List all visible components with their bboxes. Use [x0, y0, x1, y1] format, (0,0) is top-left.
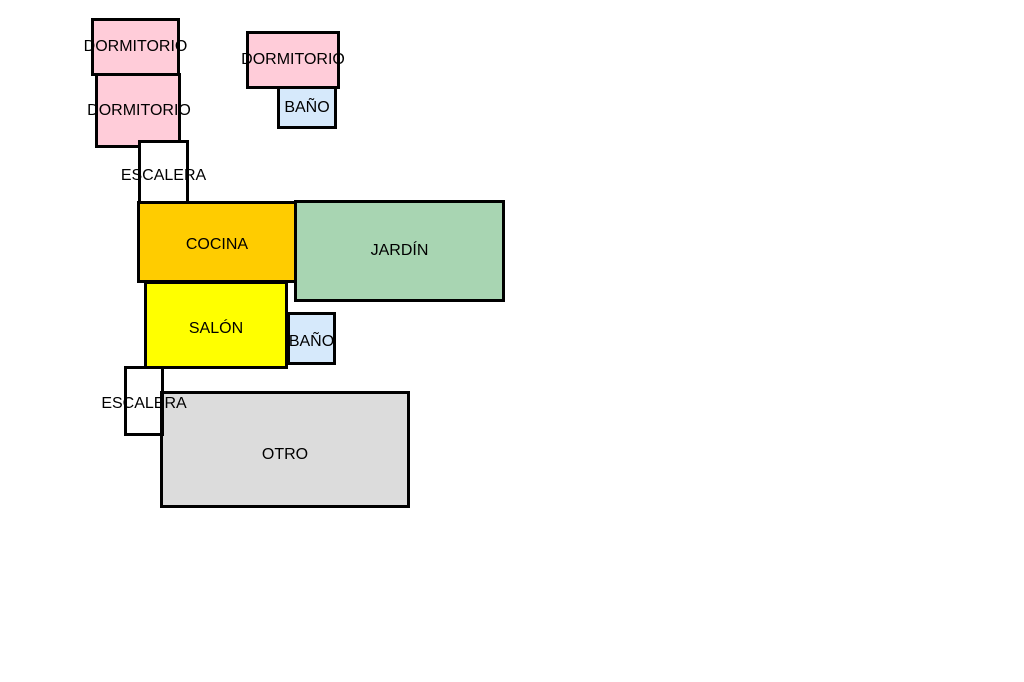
room-escalera-1[interactable]: ESCALERA [121, 140, 206, 206]
room-label: SALÓN [188, 320, 244, 337]
room-bano-2[interactable]: BAÑO [287, 312, 336, 365]
room-label: COCINA [185, 236, 249, 253]
room-jardin[interactable]: JARDÍN [294, 200, 505, 302]
room-otro[interactable]: OTRO [160, 391, 410, 508]
room-salon[interactable]: SALÓN [144, 281, 288, 369]
room-dormitorio-2[interactable]: DORMITORIO [87, 73, 191, 148]
room-cocina[interactable]: COCINA [137, 201, 297, 283]
room-label: DORMITORIO [83, 38, 188, 55]
room-label: BAÑO [288, 332, 335, 350]
room-label: DORMITORIO [87, 101, 191, 119]
room-bano-1[interactable]: BAÑO [277, 86, 337, 129]
room-label: DORMITORIO [241, 51, 345, 68]
room-label: ESCALERA [101, 395, 187, 412]
room-dormitorio-3[interactable]: DORMITORIO [241, 31, 345, 89]
room-escalera-2[interactable]: ESCALERA [101, 366, 187, 436]
room-dormitorio-1[interactable]: DORMITORIO [84, 18, 187, 76]
room-label: BAÑO [284, 98, 330, 116]
room-label: OTRO [261, 445, 309, 463]
room-label: ESCALERA [120, 167, 207, 184]
room-label: JARDÍN [370, 242, 429, 259]
